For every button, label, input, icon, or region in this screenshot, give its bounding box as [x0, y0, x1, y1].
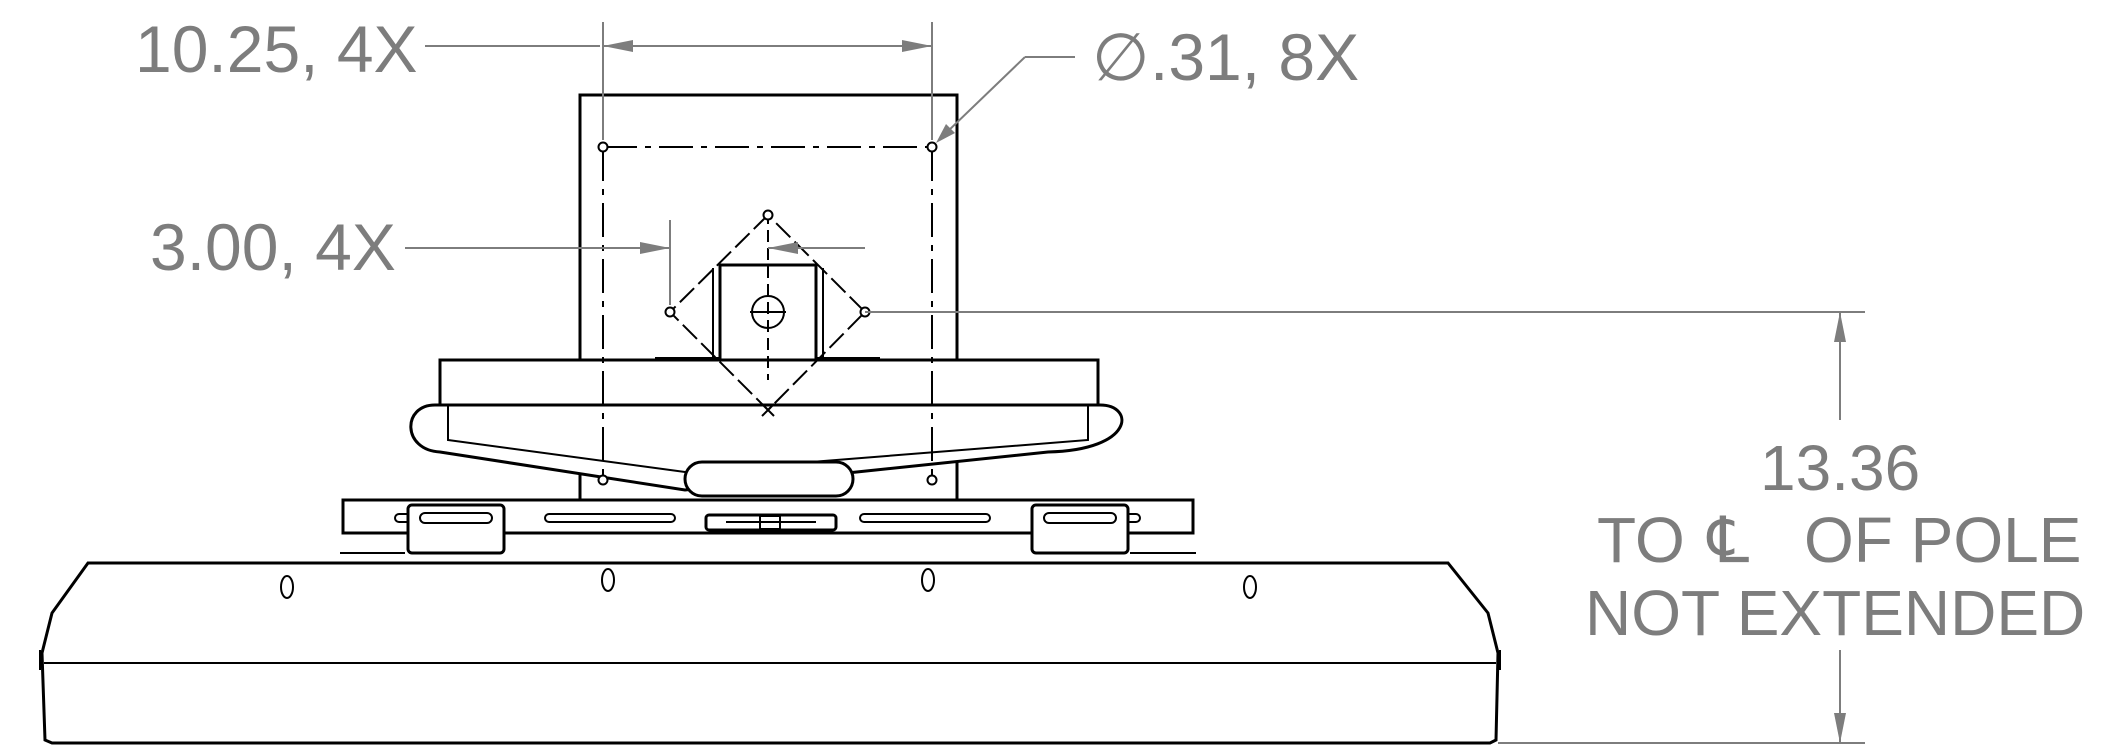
mounting-hole	[597, 141, 609, 153]
dim-hole-diameter: .31, 8X	[1150, 20, 1359, 94]
mounting-hole	[926, 474, 938, 486]
dim-hole-spacing-large: 10.25, 4X	[135, 12, 418, 86]
mounting-hole	[597, 474, 609, 486]
center-knob	[683, 460, 855, 498]
housing-slot	[921, 568, 935, 592]
dim-pole-to: TO	[1597, 504, 1685, 576]
mounting-hole	[926, 141, 938, 153]
dimension-lines	[405, 22, 1865, 744]
rail-clamp-right	[1030, 503, 1130, 555]
dim-pole-value: 13.36	[1760, 432, 1920, 504]
housing-slot	[280, 575, 294, 599]
mounting-hole	[664, 306, 676, 318]
dim-pole-of-pole: OF POLE	[1804, 504, 2081, 576]
mounting-holes	[597, 141, 938, 486]
mounting-rail	[340, 498, 1196, 555]
housing-slot	[601, 568, 615, 592]
lower-housing	[39, 561, 1501, 745]
rail-clamp-left	[406, 503, 506, 555]
centerline-symbol: ℄	[1706, 504, 1749, 576]
mounting-hole	[762, 209, 774, 221]
diameter-symbol: ∅	[1092, 20, 1150, 94]
dim-hole-spacing-small: 3.00, 4X	[150, 210, 396, 284]
housing-slot	[1243, 575, 1257, 599]
dim-pole-not-extended: NOT EXTENDED	[1585, 577, 2085, 649]
